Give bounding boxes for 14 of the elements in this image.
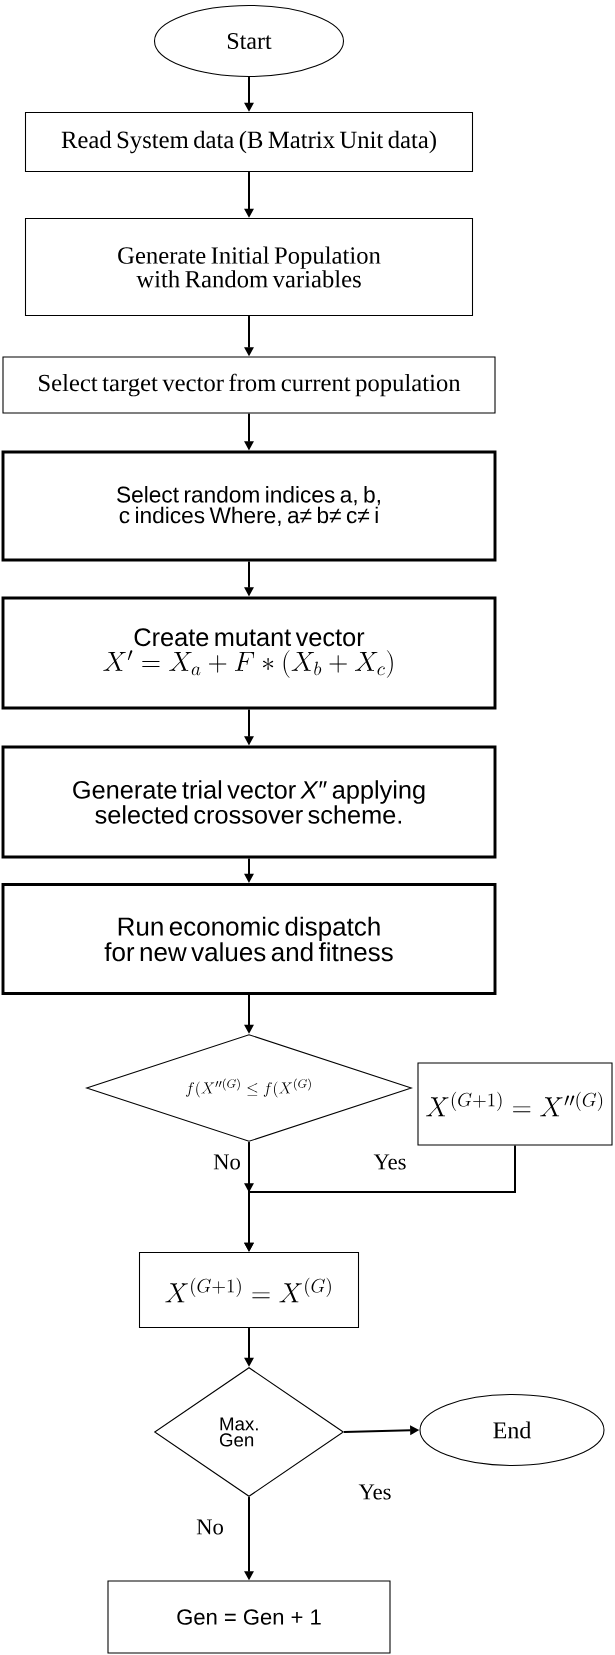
process-box: Generate Initial Population with Random variables [24,217,474,317]
process-box: Gen = Gen + 1 [107,1580,391,1654]
edge-label: No [194,1518,226,1536]
process-box: Select target vector from current population [2,356,496,414]
edge-label: Yes [372,1153,408,1171]
process-box: Select random indices a, b, c indices Where, a≠ b≠ c≠ i [1,450,497,562]
process-box: Create mutant vector $X^{\prime} = X_{a} + F*(X_{b} + X_{c})$ [1,596,497,710]
process-box: Run economic dispatch for new values and fitness [1,883,497,995]
process-box: $X^{(G+1)} = X^{\prime\prime(G)}$ [417,1062,613,1146]
edge-label: No [211,1153,243,1171]
process-box: Generate trial vector X″ applying selected crossover scheme. [1,745,497,859]
process-box: Read System data (B Matrix Unit data) [24,111,474,173]
process-box: $X^{(G+1)} = X^{(G)}$ [138,1251,360,1329]
edge-label: Yes [357,1483,393,1501]
